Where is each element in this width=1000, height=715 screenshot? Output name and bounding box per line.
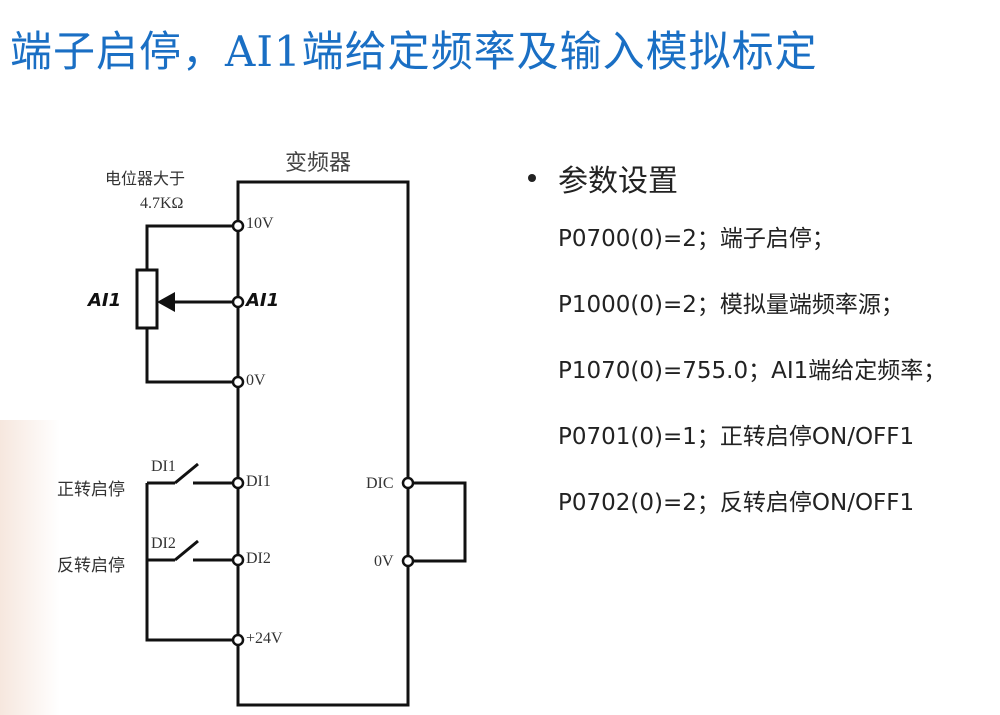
terminal-label-di2: DI2 xyxy=(246,550,271,567)
parameter-heading: 参数设置 xyxy=(528,150,946,206)
terminal-10v-icon xyxy=(231,219,245,233)
terminal-label-24v: +24V xyxy=(246,630,283,647)
switch-di1 xyxy=(174,462,199,485)
forward-start-stop-label: 正转启停 xyxy=(57,480,125,500)
potentiometer xyxy=(135,268,159,330)
bullet-icon xyxy=(528,174,536,182)
terminal-label-10v: 10V xyxy=(246,215,274,232)
terminal-label-0v: 0V xyxy=(246,372,266,389)
parameter-line: P0702(0)=2；反转启停ON/OFF1 xyxy=(558,490,915,516)
parameter-line: P1000(0)=2；模拟量端频率源； xyxy=(558,292,904,318)
wire-dic-0v-loop xyxy=(408,481,467,563)
parameter-line: P0701(0)=1；正转启停ON/OFF1 xyxy=(558,424,915,450)
switch-di2 xyxy=(174,539,199,562)
pot-label: AI1 xyxy=(88,290,122,311)
switch2-label: DI2 xyxy=(151,535,176,552)
terminal-dic-icon xyxy=(401,476,415,490)
pot-note-line2: 4.7KΩ xyxy=(140,195,184,212)
pot-note-line1: 电位器大于 xyxy=(105,169,186,188)
terminal-di1-icon xyxy=(231,476,245,490)
terminal-0v-right-icon xyxy=(401,554,415,568)
terminal-ai1-icon xyxy=(231,295,245,309)
parameter-settings: 参数设置 P0700(0)=2；端子启停； P1000(0)=2；模拟量端频率源… xyxy=(528,150,946,536)
wire-common-24v xyxy=(145,483,238,642)
slide-title: 端子启停，AI1端给定频率及输入模拟标定 xyxy=(10,27,818,76)
inverter-label: 变频器 xyxy=(285,151,352,176)
terminal-label-di1: DI1 xyxy=(246,473,271,490)
parameter-line: P1070(0)=755.0；AI1端给定频率； xyxy=(558,358,947,384)
parameter-line: P0700(0)=2；端子启停； xyxy=(558,226,835,252)
wire-0v xyxy=(145,328,238,384)
terminal-label-dic: DIC xyxy=(366,475,394,492)
terminal-24v-icon xyxy=(231,633,245,647)
terminal-points xyxy=(231,219,415,647)
reverse-start-stop-label: 反转启停 xyxy=(57,556,125,576)
background-tint xyxy=(0,420,60,715)
terminal-label-ai1: AI1 xyxy=(246,290,280,311)
terminal-0v-icon xyxy=(231,375,245,389)
terminal-di2-icon xyxy=(231,553,245,567)
wire-10v xyxy=(145,224,238,270)
parameter-heading-text: 参数设置 xyxy=(558,164,678,199)
switch1-label: DI1 xyxy=(151,458,176,475)
inverter-box xyxy=(236,180,410,707)
terminal-label-0v-right: 0V xyxy=(374,553,394,570)
wiper-arrow-icon xyxy=(157,292,175,312)
